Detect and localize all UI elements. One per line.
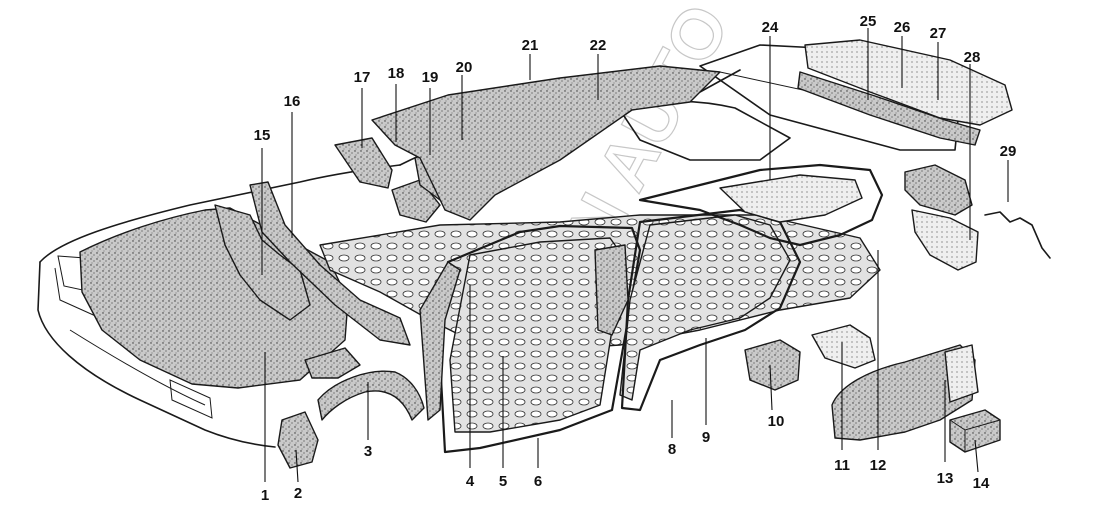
arch-seal [304, 347, 361, 379]
callout-21: 21 [522, 37, 539, 54]
callout-26: 26 [894, 19, 911, 36]
cover-11 [811, 324, 876, 369]
callout-20: 20 [456, 59, 473, 76]
rear-bracket-base [911, 209, 979, 271]
parcel-shelf-insulation [719, 174, 863, 223]
rear-door-insulation [619, 214, 791, 401]
rear-arch-panel [831, 344, 976, 441]
callout-13: 13 [937, 470, 954, 487]
callout-3: 3 [364, 443, 372, 460]
callout-28: 28 [964, 49, 981, 66]
callout-24: 24 [762, 19, 779, 36]
callout-2: 2 [294, 485, 302, 502]
callout-17: 17 [354, 69, 371, 86]
bracket-10 [744, 339, 801, 391]
callout-1: 1 [261, 487, 269, 504]
callout-18: 18 [388, 65, 405, 82]
leader-lines [261, 28, 1009, 483]
parcel-shelf-frame [638, 163, 884, 247]
pad-2 [277, 411, 319, 469]
front-door-insulation [449, 237, 623, 433]
callout-29: 29 [1000, 143, 1017, 160]
callout-27: 27 [930, 25, 947, 42]
callout-25: 25 [860, 13, 877, 30]
callout-11: 11 [834, 457, 850, 474]
rod-29 [984, 211, 1051, 259]
dash-panel-insulation [249, 181, 411, 346]
vent-grille [944, 344, 979, 403]
trunk-lid-strip [797, 71, 981, 146]
pad-17 [334, 137, 393, 189]
callout-10: 10 [768, 413, 785, 430]
callout-8: 8 [668, 441, 676, 458]
callout-5: 5 [499, 473, 507, 490]
callout-labels: 1 2 3 4 5 6 8 9 10 11 12 13 14 15 16 17 … [254, 13, 1017, 504]
callout-19: 19 [422, 69, 439, 86]
callout-9: 9 [702, 429, 710, 446]
front-door-seal [438, 224, 642, 454]
callout-6: 6 [534, 473, 542, 490]
rear-bracket-28 [904, 164, 973, 216]
callout-22: 22 [590, 37, 607, 54]
b-pillar-pad [594, 244, 629, 336]
callout-16: 16 [284, 93, 301, 110]
wheel-arch-liner [317, 370, 425, 421]
callout-4: 4 [466, 473, 475, 490]
trunk-lid-insulation [804, 39, 1013, 126]
callout-15: 15 [254, 127, 271, 144]
block-14 [949, 409, 1001, 453]
front-pillar-seal [419, 261, 461, 421]
callout-12: 12 [870, 457, 887, 474]
callout-14: 14 [973, 475, 990, 492]
roof-insulation [371, 65, 721, 221]
